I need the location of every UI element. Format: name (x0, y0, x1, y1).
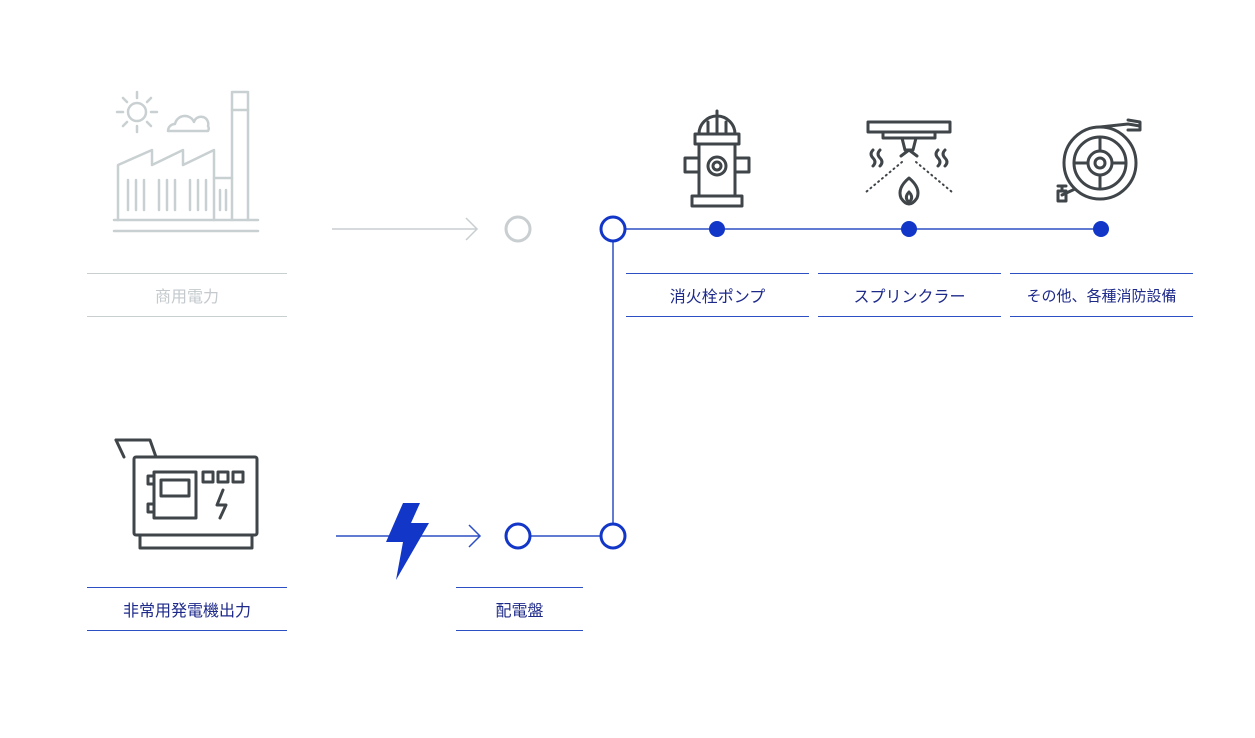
hydrant-pump-label: 消火栓ポンプ (626, 273, 809, 317)
generator-icon (114, 438, 259, 550)
emergency-generator-text: 非常用発電機出力 (122, 601, 251, 620)
factory-icon (112, 90, 260, 233)
sprinkler-label: スプリンクラー (818, 273, 1001, 317)
other-equipment-node (1093, 221, 1109, 237)
sprinkler-spray (865, 161, 953, 193)
other-equipment-text: その他、各種消防設備 (1026, 286, 1177, 305)
fire-hydrant-icon (683, 109, 751, 208)
commercial-power-text: 商用電力 (154, 287, 219, 306)
junction-node-bottom (599, 522, 627, 550)
distribution-board-text: 配電盤 (495, 601, 544, 620)
power-bus-lines (518, 228, 1101, 537)
commercial-power-label: 商用電力 (87, 273, 287, 317)
distribution-board-label: 配電盤 (456, 587, 583, 631)
sprinkler-node (901, 221, 917, 237)
hydrant-pump-node (709, 221, 725, 237)
distribution-board-node (504, 522, 532, 550)
other-equipment-label: その他、各種消防設備 (1010, 273, 1193, 317)
commercial-power-arrow (332, 217, 479, 241)
hydrant-pump-text: 消火栓ポンプ (669, 287, 766, 306)
junction-node-top (599, 215, 627, 243)
lightning-bolt-icon (386, 503, 429, 580)
sprinkler-text: スプリンクラー (853, 287, 966, 306)
sprinkler-icon (866, 120, 952, 206)
hose-reel-icon (1056, 118, 1142, 203)
commercial-power-node (504, 215, 532, 243)
emergency-generator-label: 非常用発電機出力 (87, 587, 287, 631)
